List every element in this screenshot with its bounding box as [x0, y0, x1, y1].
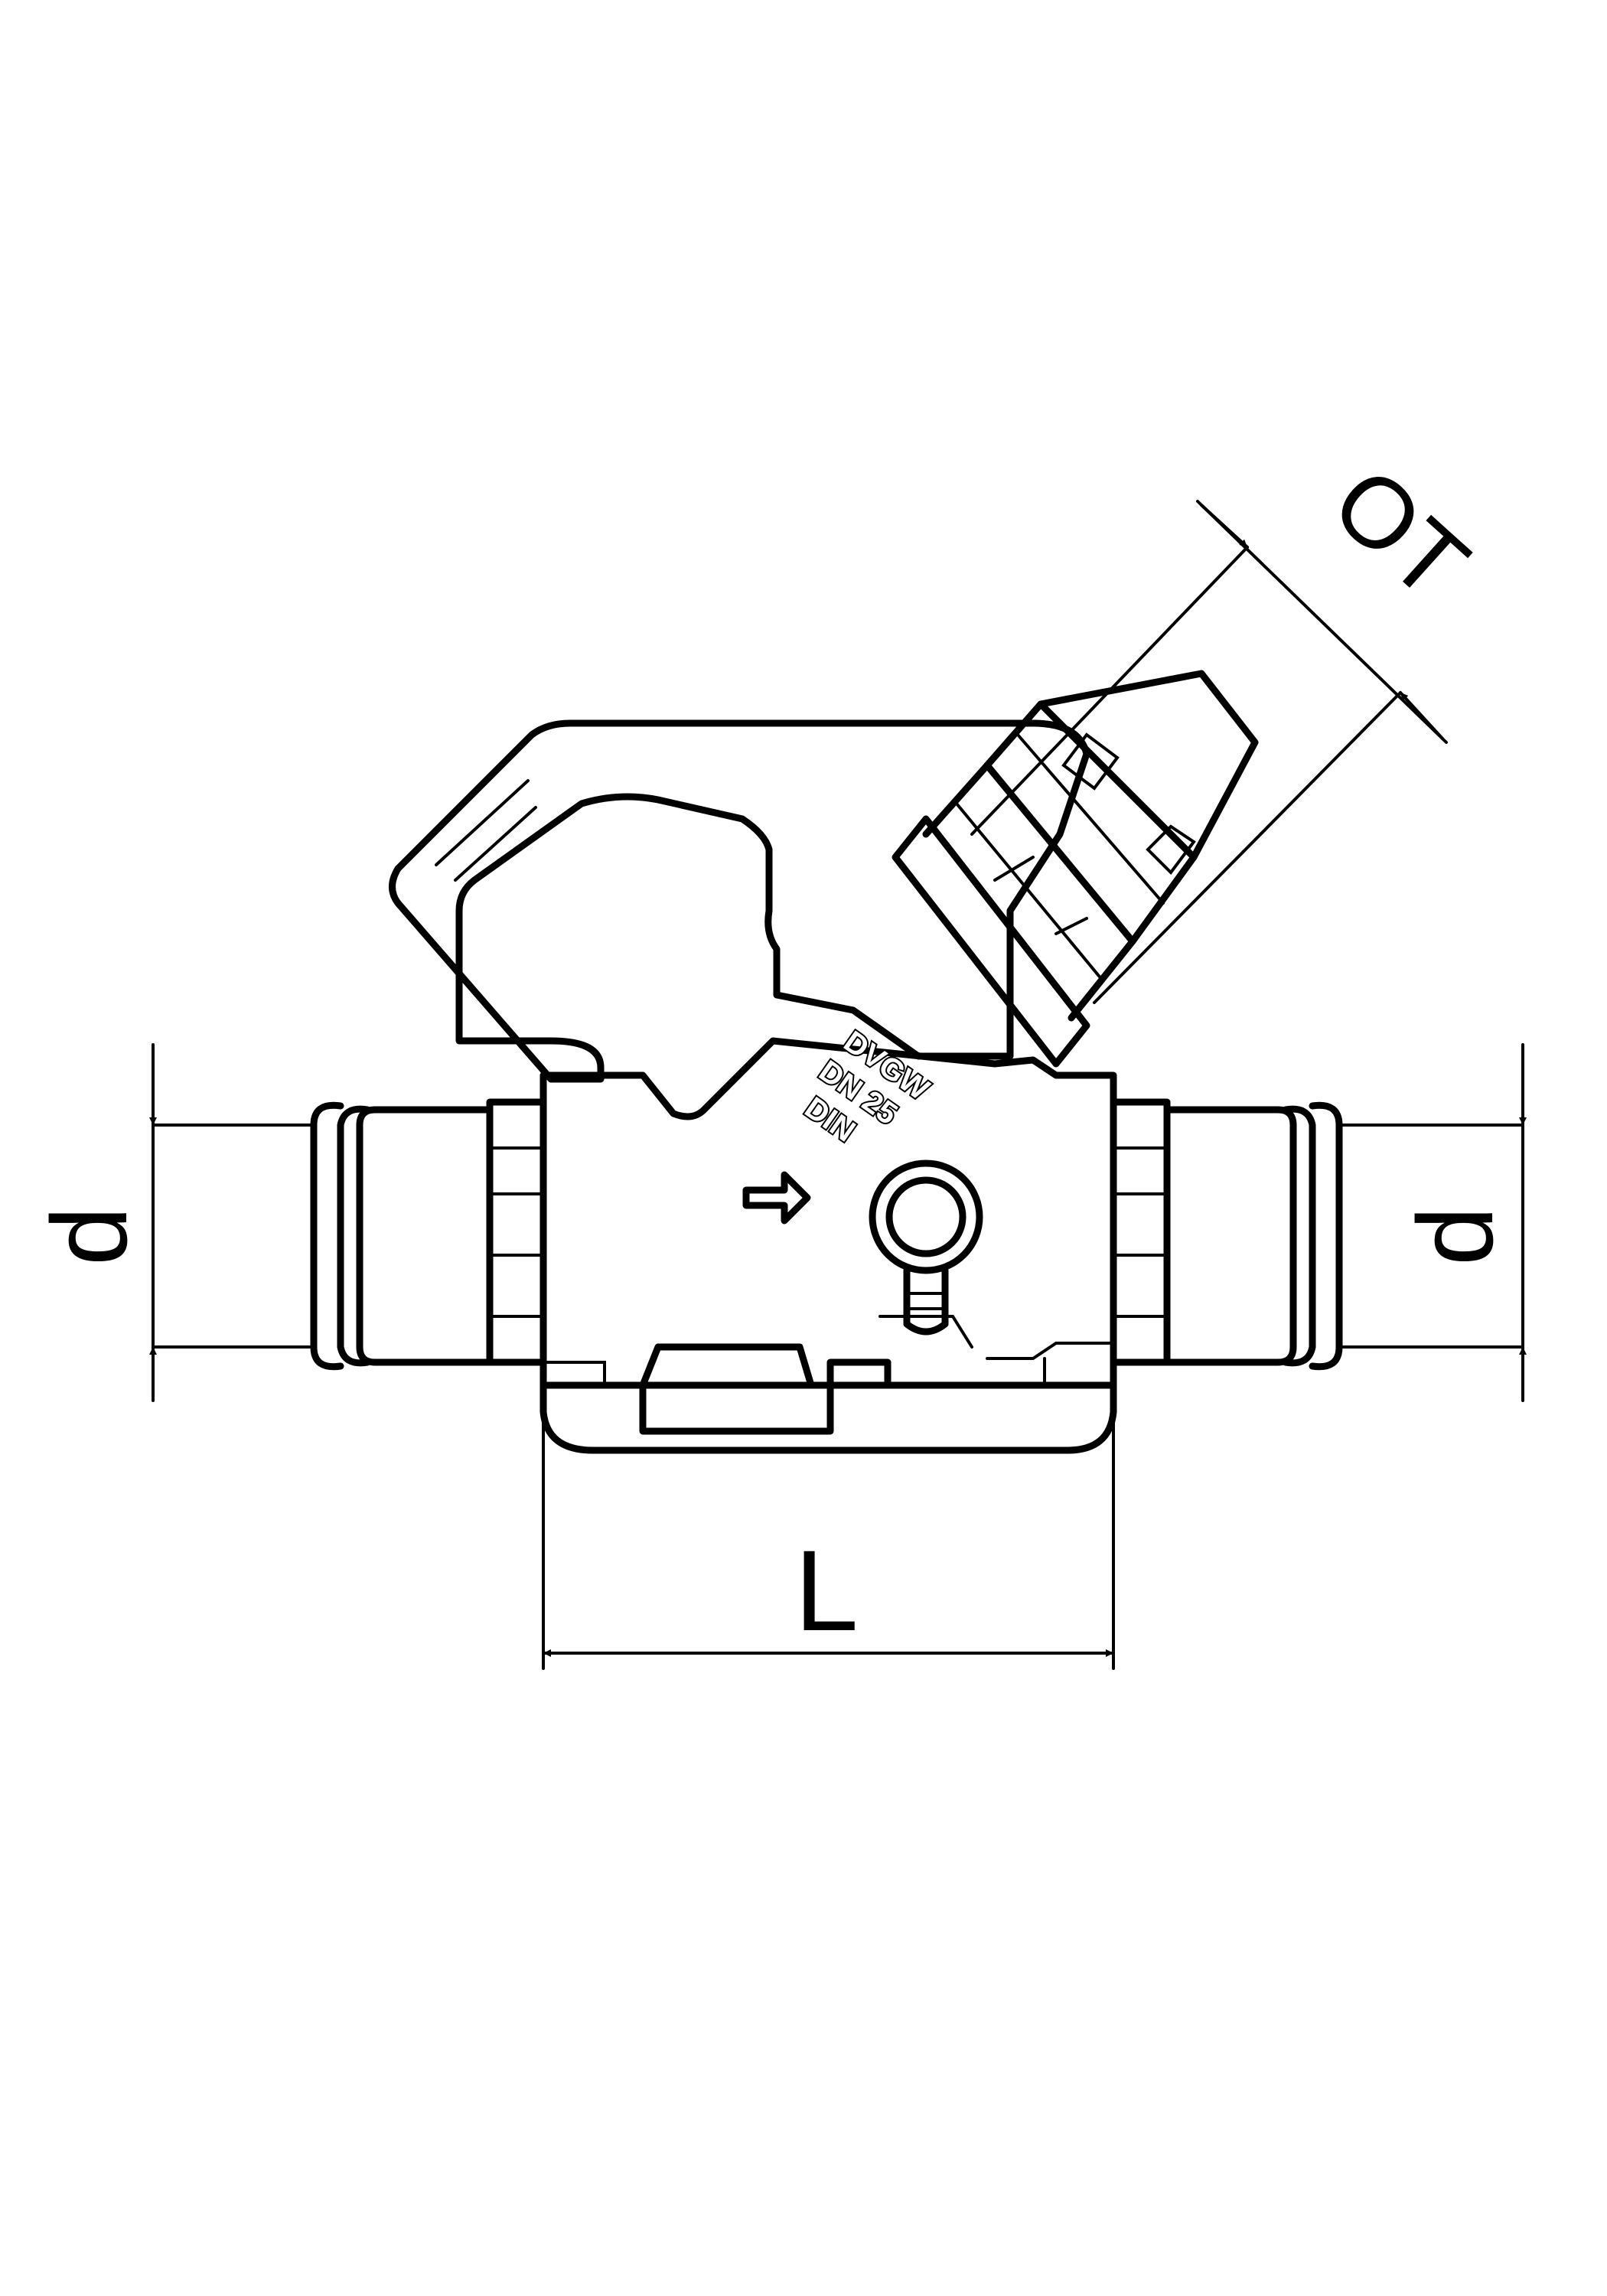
- test-port: [869, 1159, 983, 1336]
- valve-bottom-pan: [539, 1381, 1117, 1454]
- valve-assembly: [152, 670, 1524, 1454]
- dimension-right-d: d: [1395, 1043, 1527, 1402]
- left-pipe-end: [152, 1098, 547, 1371]
- dim-right-d-label: d: [1395, 1206, 1515, 1266]
- dimension-left-d: d: [29, 1043, 157, 1402]
- dim-left-d-label: d: [29, 1206, 149, 1266]
- dimension-length-l: L: [542, 1384, 1115, 1670]
- bonnet-and-spindle: [892, 670, 1259, 1068]
- flow-direction-arrow: [742, 1171, 811, 1225]
- right-pipe-end: [1110, 1098, 1524, 1371]
- handle-frame: [389, 719, 1090, 1083]
- dim-length-label: L: [794, 1526, 858, 1655]
- bottom-chamber: [639, 1343, 892, 1435]
- valve-body: [539, 1037, 1117, 1389]
- dim-ot-label: OT: [1312, 445, 1489, 621]
- handle-inner-edge: [435, 779, 537, 882]
